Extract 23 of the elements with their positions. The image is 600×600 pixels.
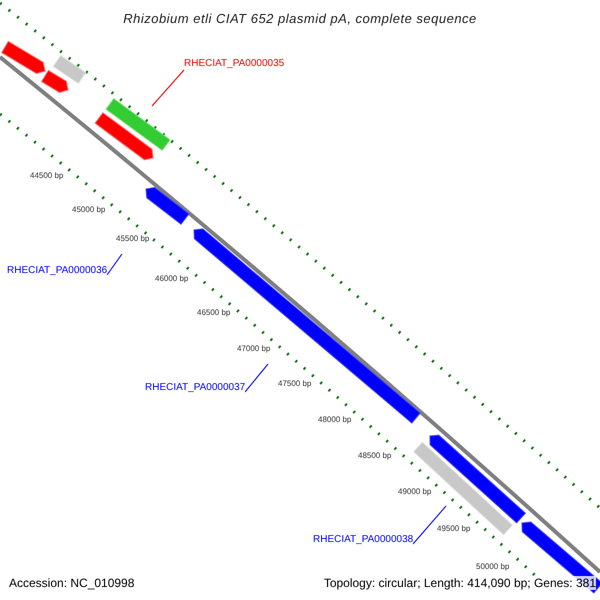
leader-line bbox=[152, 70, 184, 106]
position-label: 46000 bp bbox=[155, 274, 188, 284]
position-label: 49500 bp bbox=[437, 524, 470, 534]
position-label: 44500 bp bbox=[30, 171, 64, 181]
leader-line bbox=[106, 254, 122, 276]
position-label: 45500 bp bbox=[116, 234, 150, 244]
position-label: 46500 bp bbox=[197, 308, 230, 318]
gene-label: RHECIAT_PA0000036 bbox=[7, 265, 108, 277]
position-label: 47500 bp bbox=[278, 379, 312, 389]
position-label: 48500 bp bbox=[358, 451, 392, 461]
position-label: 45000 bp bbox=[72, 205, 106, 215]
position-label: 48000 bp bbox=[318, 415, 352, 425]
leader-line bbox=[244, 364, 268, 392]
position-label: 47000 bp bbox=[237, 344, 270, 354]
position-label: 50000 bp bbox=[476, 562, 510, 572]
position-label: 49000 bp bbox=[398, 487, 432, 497]
gene-label: RHECIAT_PA0000037 bbox=[145, 382, 246, 394]
gene-label: RHECIAT_PA0000038 bbox=[313, 534, 414, 546]
diagram-title: Rhizobium etli CIAT 652 plasmid pA, complete sequence bbox=[122, 10, 478, 28]
leader-line bbox=[412, 506, 446, 544]
summary-note: Topology: circular; Length: 414,090 bp; Genes: 381 bbox=[324, 576, 596, 590]
accession-note: Accession: NC_010998 bbox=[9, 576, 134, 590]
gene-label: RHECIAT_PA0000035 bbox=[184, 58, 284, 70]
